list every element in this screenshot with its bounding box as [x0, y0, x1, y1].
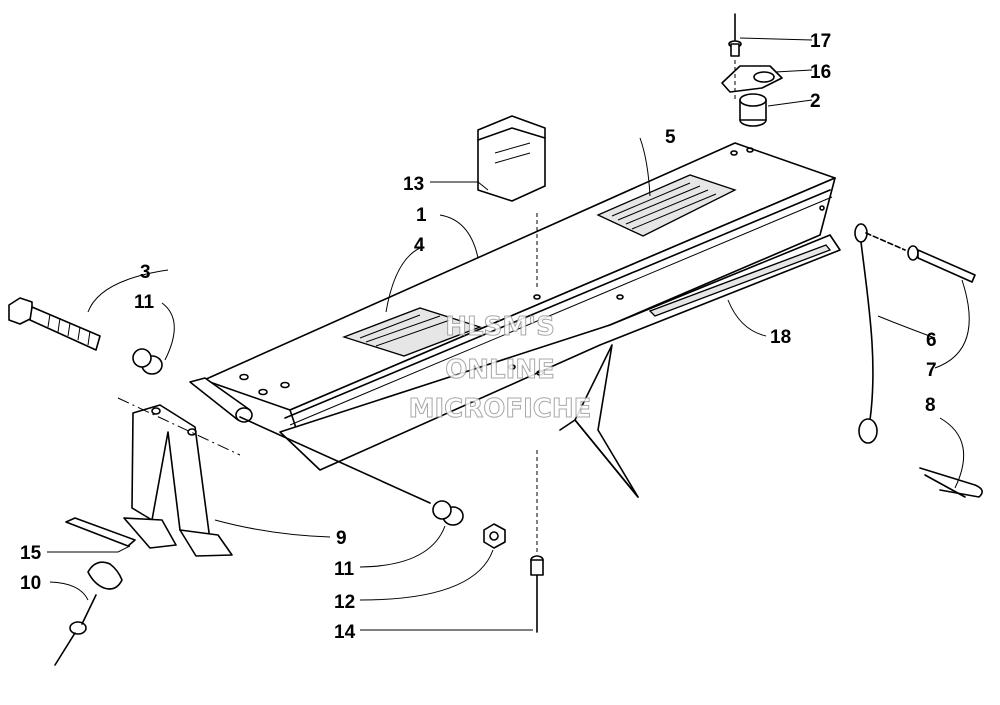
leader-lines [47, 37, 970, 631]
callout-15: 15 [20, 543, 42, 564]
watermark-line-1: HLSM'S [445, 312, 555, 342]
callout-11-left: 11 [134, 292, 155, 313]
clip-8 [919, 467, 983, 498]
bracket-9 [117, 397, 431, 557]
callout-3: 3 [140, 262, 151, 283]
clip-10 [87, 561, 123, 590]
callout-1: 1 [416, 205, 427, 226]
bushing-11-right [432, 500, 464, 526]
rivet-17 [728, 13, 742, 57]
nut-12 [483, 523, 506, 549]
callout-14: 14 [334, 622, 356, 643]
plate-16 [721, 65, 783, 93]
bushing-11-left [132, 348, 163, 375]
callout-5: 5 [665, 127, 676, 148]
watermark-line-3: MICROFICHE [409, 394, 592, 424]
callout-11-right: 11 [334, 559, 355, 580]
clip-13 [477, 115, 546, 202]
pin-7 [865, 232, 976, 283]
rivet-14 [530, 450, 544, 633]
watermark-line-2: ONLINE [445, 355, 555, 385]
callout-9: 9 [336, 528, 347, 549]
bolt-3 [8, 297, 101, 351]
cable-6 [854, 223, 878, 444]
callout-17: 17 [810, 31, 831, 52]
callouts: 1 2 3 4 5 6 7 8 9 10 11 11 12 13 14 15 1… [20, 31, 937, 643]
grommet-2 [739, 93, 767, 127]
decal-4 [342, 307, 482, 357]
decal-5 [596, 174, 737, 237]
rubber-strip-18 [648, 244, 832, 317]
callout-6: 6 [926, 330, 937, 351]
rivet-left [54, 594, 97, 666]
callout-8: 8 [925, 395, 936, 416]
callout-4: 4 [414, 235, 425, 256]
callout-18: 18 [770, 327, 791, 348]
callout-10: 10 [20, 573, 41, 594]
callout-16: 16 [810, 62, 831, 83]
pivot-tube [189, 377, 253, 423]
watermark: HLSM'S ONLINE MICROFICHE [408, 312, 592, 425]
plate-15 [65, 517, 136, 547]
callout-7: 7 [926, 360, 937, 381]
callout-2: 2 [810, 91, 821, 112]
callout-12: 12 [334, 592, 355, 613]
callout-13: 13 [403, 174, 424, 195]
